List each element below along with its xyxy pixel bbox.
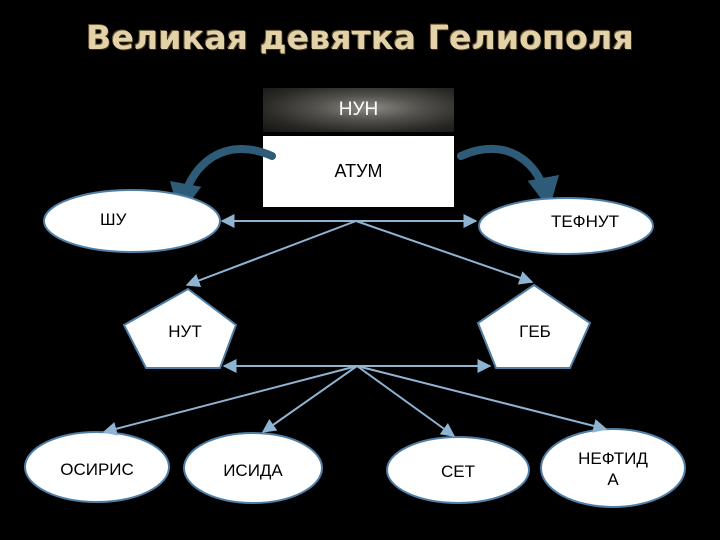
set-label: СЕТ: [441, 462, 475, 481]
osiris-label: ОСИРИС: [60, 460, 134, 479]
to-geb-arrow: [355, 220, 534, 285]
isida-label: ИСИДА: [223, 461, 283, 480]
geb-node: [476, 283, 592, 369]
neftida-label: НЕФТИД А: [553, 448, 673, 491]
atum-to-tefnut-arrow: [457, 144, 560, 210]
shu-node: [43, 189, 221, 253]
osiris-node: [24, 431, 170, 503]
nun-box: НУН: [263, 88, 454, 132]
nut-node: [122, 287, 238, 369]
neftida-label-line2: А: [607, 470, 619, 490]
to-osiris-arrow: [102, 365, 358, 436]
tefnut-label: ТЕФНУТ: [550, 212, 620, 231]
isida-node: [183, 432, 323, 504]
geb-label: ГЕБ: [519, 322, 551, 341]
atum-box: АТУМ: [263, 136, 454, 207]
set-node: [386, 436, 530, 504]
neftida-label-line1: НЕФТИД: [578, 449, 648, 468]
to-set-arrow: [356, 365, 456, 437]
shu-label: ШУ: [100, 210, 127, 229]
to-neftida-arrow: [356, 365, 608, 433]
neftida-node: [540, 428, 686, 508]
to-nut-arrow: [185, 220, 357, 288]
slide-title: Великая девятка Гелиополя: [86, 18, 634, 57]
to-isida-arrow: [261, 365, 358, 433]
nut-label: НУТ: [168, 322, 202, 341]
tefnut-node: [478, 197, 654, 255]
atum-to-shu-arrow: [169, 144, 276, 216]
